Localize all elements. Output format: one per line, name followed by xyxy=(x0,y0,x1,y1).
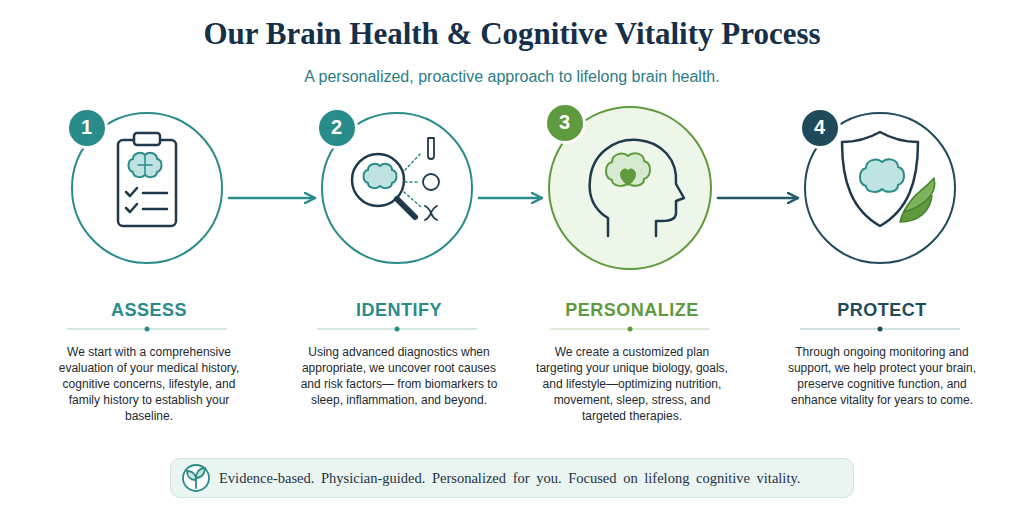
magnifier-icon xyxy=(352,138,439,220)
process-circle: PROTECTThrough ongoing monitoring and su… xyxy=(804,112,956,264)
process-circle: PERSONALIZEWe create a customized plan t… xyxy=(548,106,712,270)
step-description: We create a customized plan targeting yo… xyxy=(532,344,732,424)
shield-icon xyxy=(842,132,935,226)
footer-band: Evidence-based. Physician-guided. Person… xyxy=(170,458,854,498)
step-heading: ASSESS xyxy=(29,300,269,321)
step-description: We start with a comprehensive evaluation… xyxy=(49,344,249,424)
flow-arrow xyxy=(718,197,798,200)
subtitle-label: A personalized, proactive approach to li… xyxy=(0,68,1024,86)
step-number-badge: 3 xyxy=(544,102,586,144)
step-heading: PROTECT xyxy=(762,300,1002,321)
callout-number: 4 xyxy=(814,116,825,139)
flow-arrow xyxy=(479,197,542,200)
callout-number: 2 xyxy=(331,116,342,139)
process-circle: IDENTIFYUsing advanced diagnostics when … xyxy=(321,112,473,264)
callout-number: 1 xyxy=(81,116,92,139)
diagram-title: Our Brain Health & Cognitive Vitality Pr… xyxy=(0,16,1024,52)
step-heading: PERSONALIZE xyxy=(512,300,752,321)
step-description: Through ongoing monitoring and support, … xyxy=(782,344,982,408)
step-number-badge: 4 xyxy=(799,107,841,149)
clipboard-icon xyxy=(118,133,176,226)
head-profile-icon xyxy=(590,140,684,236)
process-circle: ASSESSWe start with a comprehensive eval… xyxy=(71,112,223,264)
step-number-badge: 1 xyxy=(66,107,108,149)
heading-separator xyxy=(67,327,960,332)
footer-text: Evidence-based. Physician-guided. Person… xyxy=(171,470,816,487)
step-number-badge: 2 xyxy=(316,107,358,149)
step-description: Using advanced diagnostics when appropri… xyxy=(299,344,499,408)
callout-number: 3 xyxy=(559,111,570,134)
step-heading: IDENTIFY xyxy=(279,300,519,321)
leaf-icon xyxy=(183,465,209,491)
flow-arrow xyxy=(229,197,315,200)
